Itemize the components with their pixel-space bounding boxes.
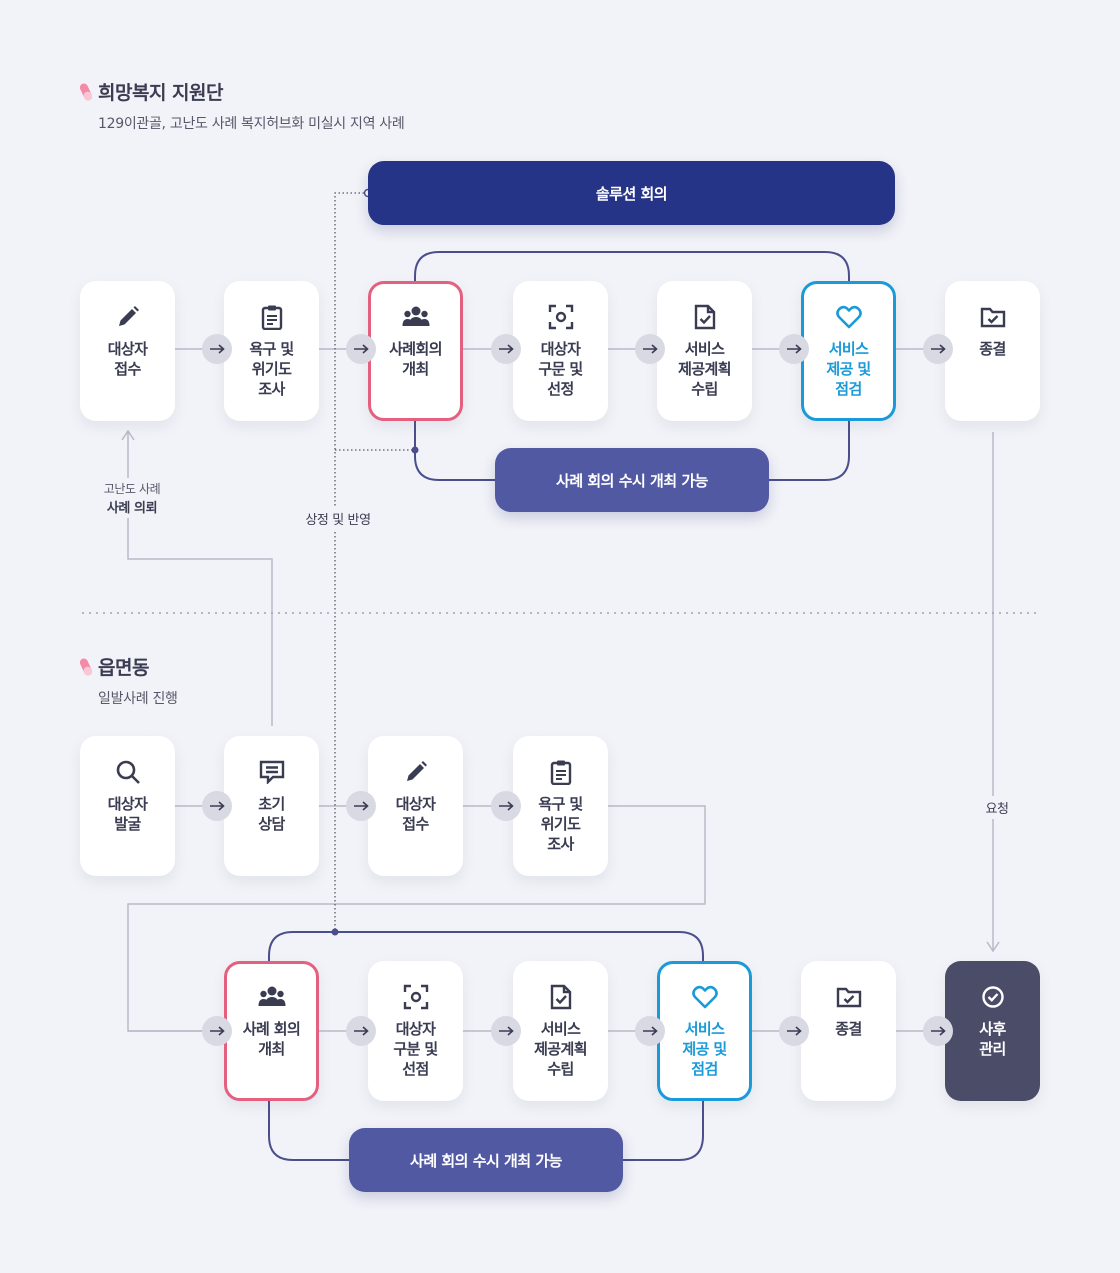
case-request-note: 고난도 사례 사례 의뢰 xyxy=(88,478,176,518)
section1-anytime-label: 사례 회의 수시 개최 가능 xyxy=(556,471,708,490)
folder-check-icon xyxy=(835,983,863,1011)
message-icon xyxy=(258,758,286,786)
search-icon xyxy=(114,758,142,786)
s2-node-close: 종결 xyxy=(801,961,896,1101)
section2-header: 읍면동 일발사례 진행 xyxy=(80,653,178,708)
document-check-icon xyxy=(547,983,575,1011)
s2-node-target-selection: 대상자 구분 및 선점 xyxy=(368,961,463,1101)
section1-subtitle: 129이관골, 고난도 사례 복지허브화 미실시 지역 사례 xyxy=(98,116,405,132)
scan-icon xyxy=(402,983,430,1011)
node-label: 사례회의 개최 xyxy=(389,340,442,378)
flow-arrow-icon xyxy=(202,791,232,821)
request-arrowhead xyxy=(986,941,1000,953)
pill-icon xyxy=(80,82,92,101)
folder-check-icon xyxy=(979,303,1007,331)
check-circle-icon xyxy=(979,983,1007,1011)
s1-node-target-selection: 대상자 구문 및 선정 xyxy=(513,281,608,421)
solution-meeting-label: 솔루션 회의 xyxy=(595,184,668,203)
flow-arrow-icon xyxy=(346,1016,376,1046)
s1-node-service-delivery: 서비스 제공 및 점검 xyxy=(801,281,896,421)
node-label: 사례 회의 개최 xyxy=(242,1020,301,1058)
pencil-icon xyxy=(114,303,142,331)
node-label: 종결 xyxy=(979,340,1006,358)
section1-header: 희망복지 지원단 129이관골, 고난도 사례 복지허브화 미실시 지역 사례 xyxy=(80,78,405,133)
clipboard-icon xyxy=(258,303,286,331)
flow-arrow-icon xyxy=(923,334,953,364)
s2-node-service-delivery: 서비스 제공 및 점검 xyxy=(657,961,752,1101)
pill-icon xyxy=(80,657,92,676)
node-label: 종결 xyxy=(835,1020,862,1038)
node-label: 서비스 제공 및 점검 xyxy=(826,340,871,398)
s2-node-initial-consult: 초기 상담 xyxy=(224,736,319,876)
section1-anytime-banner: 사례 회의 수시 개최 가능 xyxy=(495,448,769,512)
s2-node-case-meeting: 사례 회의 개최 xyxy=(224,961,319,1101)
escalate-dotted-connector xyxy=(334,192,368,932)
row-wrap-connector xyxy=(127,805,706,1032)
flow-arrow-icon xyxy=(491,1016,521,1046)
heart-icon xyxy=(691,983,719,1011)
section2-anytime-label: 사례 회의 수시 개최 가능 xyxy=(410,1151,562,1170)
node-label: 초기 상담 xyxy=(258,795,285,833)
node-label: 대상자 구분 및 선점 xyxy=(393,1020,438,1078)
document-check-icon xyxy=(691,303,719,331)
section1-title: 희망복지 지원단 xyxy=(98,82,223,104)
node-label: 서비스 제공 및 점검 xyxy=(682,1020,727,1078)
scan-icon xyxy=(547,303,575,331)
flow-arrow-icon xyxy=(923,1016,953,1046)
node-label: 서비스 제공계획 수립 xyxy=(534,1020,587,1078)
node-label: 대상자 발굴 xyxy=(107,795,148,833)
escalate-note: 상정 및 반영 xyxy=(292,507,384,530)
node-label: 사후 관리 xyxy=(979,1020,1006,1058)
flow-arrow-icon xyxy=(202,1016,232,1046)
section2-title: 읍면동 xyxy=(98,657,149,679)
flow-arrow-icon xyxy=(346,334,376,364)
request-note: 요청 xyxy=(972,796,1022,819)
junction-dot xyxy=(411,446,419,454)
flow-arrow-icon xyxy=(779,334,809,364)
node-label: 대상자 접수 xyxy=(395,795,436,833)
flow-arrow-icon xyxy=(491,334,521,364)
case-request-bold: 사례 의뢰 xyxy=(106,501,158,516)
solution-meeting-banner: 솔루션 회의 xyxy=(368,161,895,225)
s2-node-needs-survey: 욕구 및 위기도 조사 xyxy=(513,736,608,876)
s2-node-intake: 대상자 접수 xyxy=(368,736,463,876)
s1-loop-top xyxy=(414,251,850,281)
node-label: 서비스 제공계획 수립 xyxy=(678,340,731,398)
s1-node-intake: 대상자 접수 xyxy=(80,281,175,421)
case-referral-arrowhead xyxy=(121,429,135,441)
flow-arrow-icon xyxy=(202,334,232,364)
s2-loop-top xyxy=(268,931,704,961)
section2-anytime-banner: 사례 회의 수시 개최 가능 xyxy=(349,1128,623,1192)
s2-node-follow-up: 사후 관리 xyxy=(945,961,1040,1101)
heart-icon xyxy=(835,303,863,331)
case-request-small: 고난도 사례 xyxy=(103,482,161,496)
junction-dot xyxy=(331,928,339,936)
node-label: 대상자 접수 xyxy=(107,340,148,378)
node-label: 대상자 구문 및 선정 xyxy=(538,340,583,398)
flow-arrow-icon xyxy=(491,791,521,821)
s1-node-case-meeting: 사례회의 개최 xyxy=(368,281,463,421)
s1-node-service-plan: 서비스 제공계획 수립 xyxy=(657,281,752,421)
pencil-icon xyxy=(402,758,430,786)
flow-arrow-icon xyxy=(635,334,665,364)
flow-arrow-icon xyxy=(635,1016,665,1046)
people-icon xyxy=(402,303,430,331)
s2-node-discovery: 대상자 발굴 xyxy=(80,736,175,876)
s2-node-service-plan: 서비스 제공계획 수립 xyxy=(513,961,608,1101)
flow-arrow-icon xyxy=(346,791,376,821)
node-label: 욕구 및 위기도 조사 xyxy=(538,795,583,853)
section2-subtitle: 일발사례 진행 xyxy=(98,691,178,707)
node-label: 욕구 및 위기도 조사 xyxy=(249,340,294,398)
people-icon xyxy=(258,983,286,1011)
s1-node-needs-survey: 욕구 및 위기도 조사 xyxy=(224,281,319,421)
request-label: 요청 xyxy=(985,802,1009,817)
escalate-label: 상정 및 반영 xyxy=(305,513,371,528)
flow-arrow-icon xyxy=(779,1016,809,1046)
s1-node-close: 종결 xyxy=(945,281,1040,421)
clipboard-icon xyxy=(547,758,575,786)
